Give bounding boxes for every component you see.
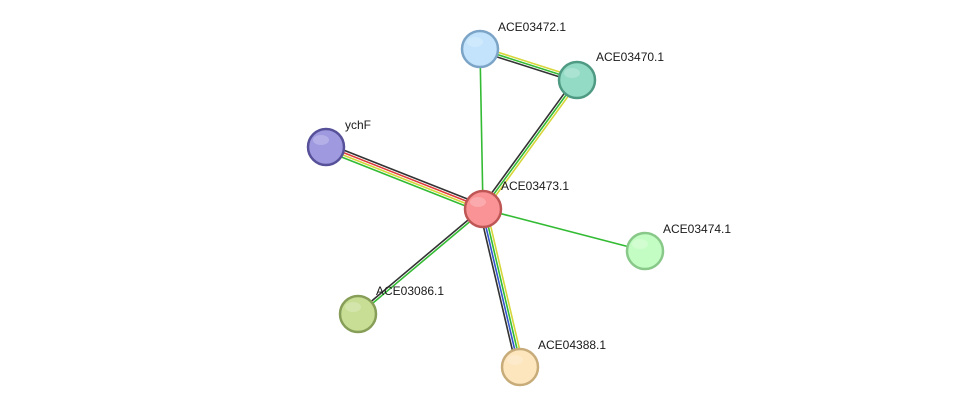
node-highlight [345, 302, 361, 312]
edge-evidence-line [480, 77, 576, 209]
node-ace04388-1[interactable]: ACE04388.1 [500, 338, 606, 387]
edge-ace03473-1-ace04388-1 [478, 207, 525, 369]
node-label: ACE03470.1 [596, 50, 664, 64]
node-circle[interactable] [557, 60, 597, 100]
node-label: ACE03086.1 [376, 284, 444, 298]
node-label: ACE04388.1 [538, 338, 606, 352]
edge-ace03473-1-ace03086-1 [356, 207, 485, 316]
edge-ace03473-1-ace03474-1 [482, 208, 646, 252]
edge-ace03473-1-ychf [323, 142, 486, 214]
node-label: ychF [345, 118, 371, 132]
node-ace03472-1[interactable]: ACE03472.1 [460, 20, 566, 69]
edges-layer [323, 45, 646, 369]
edge-evidence-line [484, 80, 580, 212]
node-label: ACE03474.1 [663, 222, 731, 236]
node-ace03474-1[interactable]: ACE03474.1 [625, 222, 731, 271]
node-label: ACE03472.1 [498, 20, 566, 34]
edge-evidence-line [357, 209, 485, 316]
node-circle[interactable] [338, 294, 378, 334]
edge-evidence-line [356, 207, 484, 314]
edge-evidence-line [479, 48, 484, 210]
edge-evidence-line [326, 142, 486, 207]
node-circle[interactable] [625, 231, 665, 271]
node-circle[interactable] [306, 127, 346, 167]
edge-evidence-line [323, 149, 483, 214]
node-ace03086-1[interactable]: ACE03086.1 [338, 284, 444, 334]
node-ychf[interactable]: ychF [306, 118, 371, 167]
edge-evidence-line [482, 208, 646, 252]
node-highlight [507, 355, 523, 365]
node-highlight [313, 135, 329, 145]
node-highlight [467, 37, 483, 47]
node-ace03473-1[interactable]: ACE03473.1 [463, 179, 569, 229]
edge-evidence-line [482, 79, 578, 210]
node-circle[interactable] [460, 29, 500, 69]
edge-ace03473-1-ace03472-1 [479, 48, 484, 210]
node-circle[interactable] [463, 189, 503, 229]
edge-evidence-line [483, 207, 522, 368]
edge-evidence-line [478, 209, 518, 369]
edge-evidence-line [324, 147, 484, 211]
node-label: ACE03473.1 [501, 179, 569, 193]
node-highlight [632, 239, 648, 249]
node-circle[interactable] [500, 347, 540, 387]
edge-evidence-line [485, 207, 525, 367]
node-ace03470-1[interactable]: ACE03470.1 [557, 50, 664, 100]
node-highlight [470, 197, 486, 207]
node-highlight [564, 68, 580, 78]
edge-ace03473-1-ace03470-1 [480, 77, 580, 212]
edge-evidence-line [481, 208, 520, 369]
edge-evidence-line [325, 145, 485, 209]
